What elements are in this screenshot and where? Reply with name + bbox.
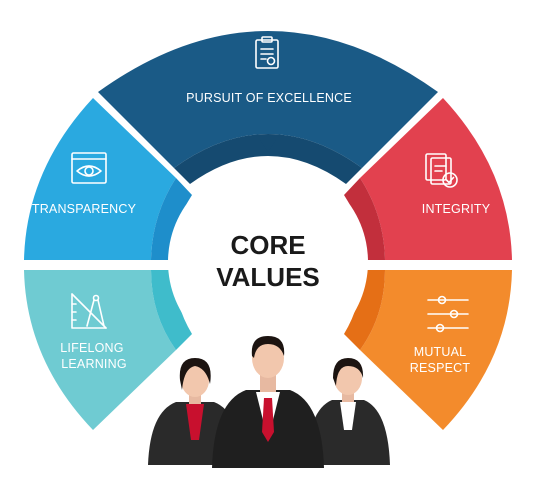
segment-lifelong-learning-inner-band (151, 270, 192, 350)
person-right (306, 358, 390, 465)
mutual-respect-label-line1: MUTUAL (414, 345, 467, 359)
clipboard-icon (255, 36, 279, 69)
mutual-respect-label-line2: RESPECT (410, 361, 471, 375)
segment-transparency (24, 98, 176, 260)
segment-transparency-inner-band (151, 178, 192, 260)
segment-mutual-respect-inner-band (344, 270, 385, 350)
transparency-label: TRANSPARENCY (32, 202, 137, 216)
document-check-icon (425, 153, 458, 188)
segment-excellence (98, 31, 438, 168)
segment-mutual-respect (360, 270, 512, 430)
sliders-icon (427, 295, 469, 333)
integrity-label: INTEGRITY (422, 202, 491, 216)
business-people-illustration (148, 336, 390, 468)
segment-integrity (360, 98, 512, 260)
ruler-compass-icon (71, 293, 107, 329)
segment-excellence-inner-band (174, 134, 362, 184)
excellence-label: PURSUIT OF EXCELLENCE (186, 91, 352, 105)
top-pointer (260, 140, 276, 152)
segment-integrity-inner-band (344, 178, 385, 260)
center-title-line2: VALUES (216, 262, 320, 292)
lifelong-learning-label-line1: LIFELONG (60, 341, 123, 355)
center-title-line1: CORE (230, 230, 305, 260)
person-center (212, 336, 324, 468)
lifelong-learning-label-line2: LEARNING (61, 357, 127, 371)
eye-icon (71, 152, 107, 184)
segment-lifelong-learning (24, 270, 176, 430)
center-disc (168, 162, 368, 362)
